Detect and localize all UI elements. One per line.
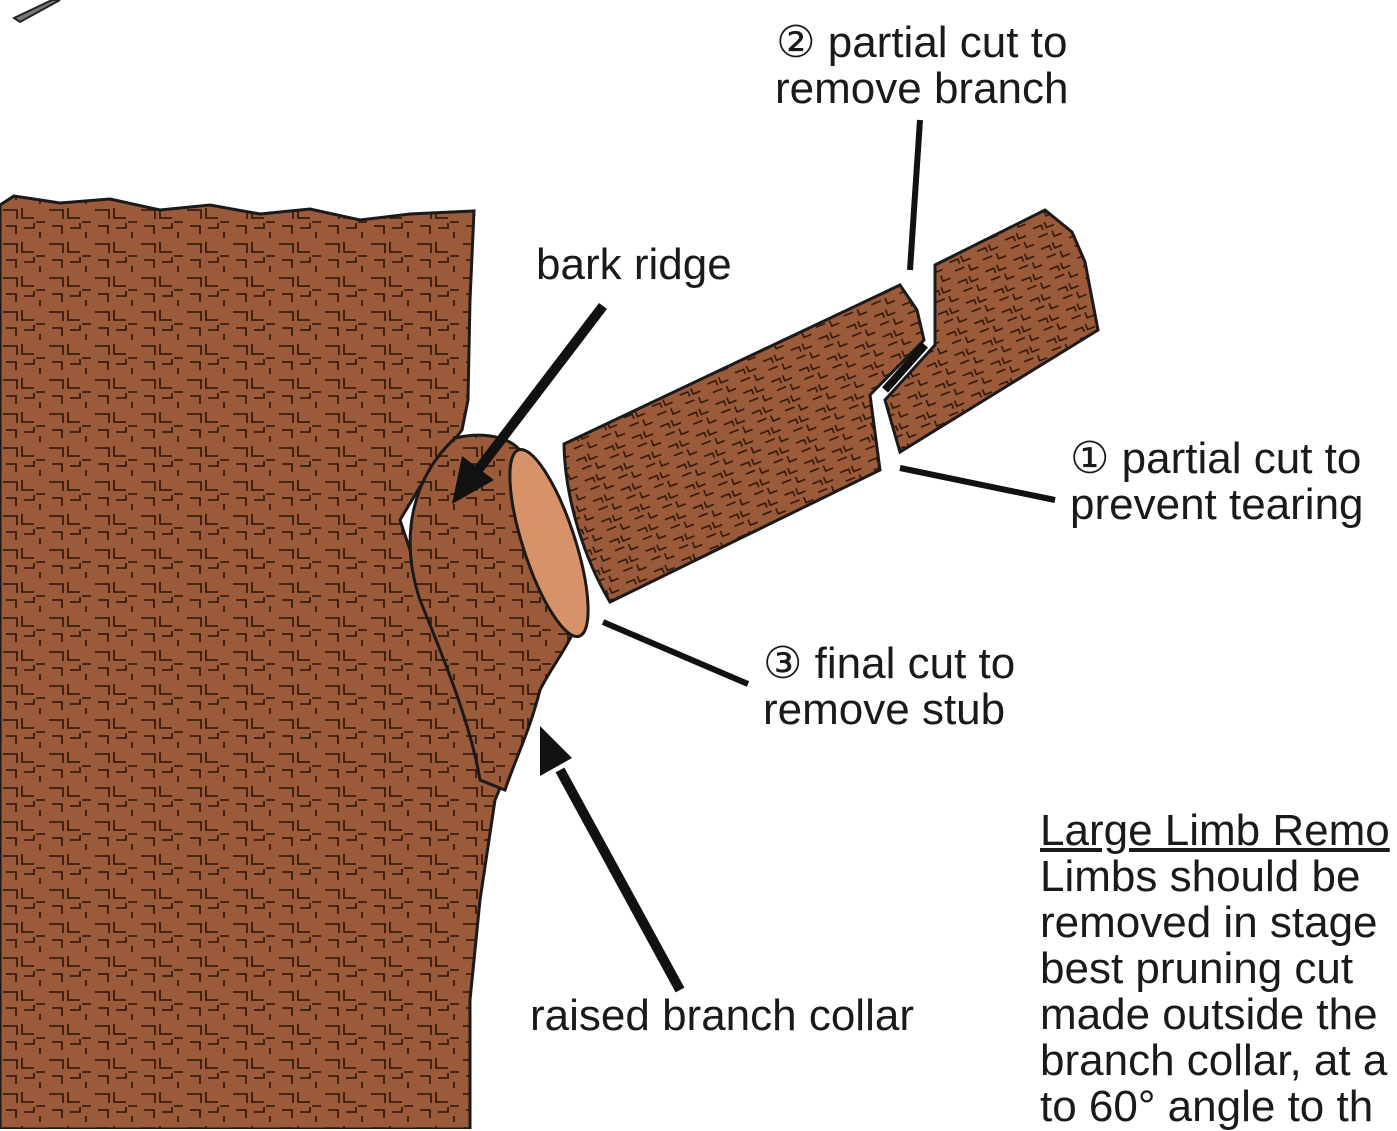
pointer-partial-cut-1 (900, 468, 1055, 500)
note-block: Large Limb Remo Limbs should be removed … (1040, 808, 1397, 1130)
pointer-partial-cut-2 (910, 120, 920, 270)
arrow-collar-shaft (560, 770, 680, 990)
label-bark-ridge: bark ridge (536, 242, 732, 288)
label-partial-cut-2: ② partial cut to remove branch (775, 20, 1068, 112)
label-partial-cut-1: ① partial cut to prevent tearing (1070, 436, 1364, 528)
label-final-cut-3: ③ final cut to remove stub (763, 641, 1015, 733)
trunk (0, 196, 520, 1129)
arrow-collar-head (540, 726, 572, 776)
pointer-final-cut-3 (603, 622, 748, 684)
branch-middle-piece (564, 285, 924, 602)
note-body: Limbs should be removed in stage best pr… (1040, 854, 1397, 1130)
note-title: Large Limb Remo (1040, 808, 1397, 854)
saw-fragment (14, 0, 60, 22)
label-raised-branch-collar: raised branch collar (530, 993, 914, 1039)
